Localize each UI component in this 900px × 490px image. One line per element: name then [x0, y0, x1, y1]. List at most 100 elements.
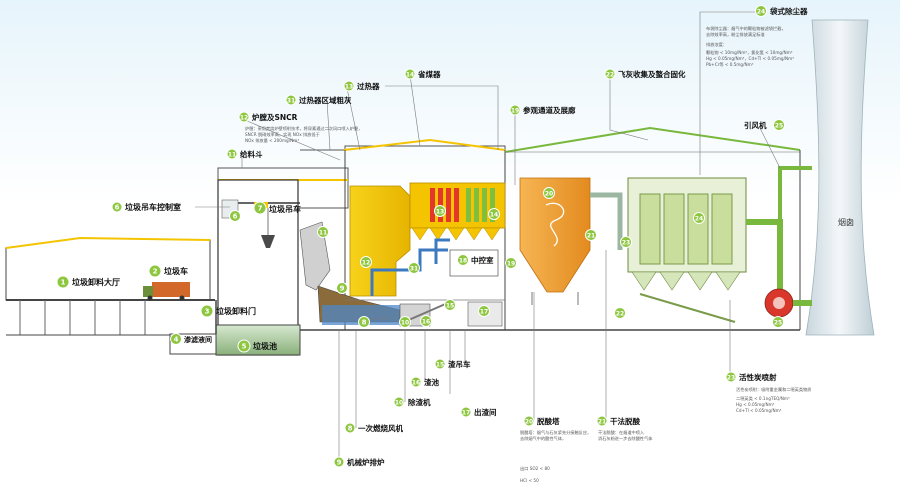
label-16-number: 16	[412, 380, 420, 387]
acid-note-3: 出口 SO2 < 80	[520, 465, 550, 472]
label-20-text: 脱酸塔	[537, 416, 560, 426]
label-31-number: 31	[287, 98, 295, 105]
baghouse-note-2: 去除效率高，粉尘排放满足标准	[706, 31, 765, 38]
baghouse-note-4: 颗粒物 < 10mg/Nm³，氯化氢 < 10mg/Nm³	[706, 49, 793, 56]
label-20: 20 20 脱酸塔 脱酸塔：烟气与石灰浆充分接触反应， 去除烟气中的酸性气体， …	[520, 187, 591, 483]
label-18: 18 中控室	[457, 254, 494, 266]
label-21-text: 干法脱酸	[610, 416, 640, 426]
label-7-text: 垃圾吊车	[269, 204, 301, 214]
label-19: 19 参观通道及展廊 19	[505, 104, 576, 269]
label-6-marker: 6	[233, 213, 238, 221]
furnace-note-3: NOx 排放量 < 200mg/Nm³	[245, 137, 299, 144]
label-4-text: 渗滤液间	[184, 335, 212, 344]
label-10-text: 除渣机	[408, 397, 431, 407]
label-24-marker: 24	[695, 216, 703, 223]
label-12: 12 炉膛及SNCR 炉膛：采用焚烧炉壁喷射技术，将尿素通过二次风口喷入炉膛， …	[238, 111, 372, 268]
label-10: 10 10 除渣机	[393, 316, 431, 408]
label-11-marker: 11	[319, 230, 327, 237]
label-3-number: 3	[205, 308, 210, 316]
label-10-marker: 10	[401, 320, 409, 327]
label-5-number: 5	[242, 343, 247, 351]
label-13-marker: 13	[436, 209, 444, 216]
label-15: 15 15 渣吊车	[434, 299, 471, 370]
label-3: 3 垃圾卸料门	[200, 304, 256, 318]
label-31-marker: 31	[410, 266, 418, 273]
chimney-label: 烟囱	[838, 217, 854, 227]
baghouse-note-5: Hg < 0.05mg/Nm³，Cd+Tl < 0.05mg/Nm³	[706, 56, 794, 62]
acid-note-1: 脱酸塔：烟气与石灰浆充分接触反应，	[520, 429, 591, 436]
label-17-number: 17	[462, 410, 470, 417]
label-8-marker: 8	[362, 319, 367, 327]
label-22-number: 22	[606, 72, 614, 79]
label-25-text: 引风机	[744, 120, 767, 130]
label-31-text: 过热器区域粗灰	[299, 95, 352, 105]
dry-note-2: 消石灰粉进一步去除酸性气体	[598, 435, 653, 442]
id-fan	[764, 288, 812, 318]
label-14-text: 省煤器	[417, 69, 441, 79]
label-20-number: 20	[525, 419, 533, 426]
label-8: 8 8 一次燃烧风机	[344, 316, 403, 434]
acid-note-4: HCl < 50	[520, 478, 539, 483]
label-24-number: 24	[757, 9, 765, 16]
label-25-number: 25	[775, 123, 783, 130]
flue-gas-building	[504, 126, 812, 331]
label-13-text: 过热器	[357, 81, 380, 91]
label-19-text: 参观通道及展廊	[523, 105, 576, 115]
label-22-marker: 22	[616, 311, 624, 318]
label-9: 9 9 机械炉排炉	[333, 282, 385, 468]
label-1-text: 垃圾卸料大厅	[72, 277, 120, 287]
label-8-number: 8	[348, 425, 353, 433]
label-4: 4 渗滤液间	[170, 333, 212, 345]
label-23: 23 23 活性炭喷射 活性炭喷射：吸附重金属和二噁英类物质 二噁英类 < 0.…	[620, 236, 811, 413]
baghouse-note-6: Pb+Cr等 < 0.5mg/Nm³	[706, 61, 754, 67]
label-21: 21 21 干法脱酸 干法脱酸：在烟道中喷入 消石灰粉进一步去除酸性气体	[585, 229, 653, 442]
label-8-text: 一次燃烧风机	[358, 423, 403, 433]
label-4-number: 4	[174, 336, 179, 344]
label-5: 5 垃圾池	[237, 339, 277, 353]
label-14-number: 14	[406, 72, 414, 79]
label-16: 16 16 渣池	[410, 315, 439, 388]
label-16-marker: 16	[422, 319, 430, 326]
label-9-number: 9	[337, 459, 342, 467]
label-23-text: 活性炭喷射	[739, 372, 777, 382]
label-19-marker: 19	[507, 261, 515, 268]
label-25: 引风机 25 25	[744, 119, 785, 328]
label-12-text: 炉膛及SNCR	[252, 112, 298, 122]
baghouse-note-1: 布袋除尘器：烟气中的颗粒物被滤袋拦截，	[706, 25, 786, 32]
carbon-note-2: 二噁英类 < 0.1ngTEQ/Nm³	[736, 395, 790, 402]
label-6-number: 6	[115, 204, 120, 212]
carbon-note-4: Cd+Tl < 0.05mg/Nm³	[736, 408, 782, 413]
label-21-number: 21	[598, 419, 606, 426]
label-24: 24 袋式除尘器 布袋除尘器：烟气中的颗粒物被滤袋拦截， 去除效率高，粉尘排放满…	[693, 5, 808, 224]
label-17-marker: 17	[480, 309, 488, 316]
label-2-text: 垃圾车	[164, 266, 188, 276]
label-15-text: 渣吊车	[448, 359, 471, 369]
filter-bags	[639, 193, 733, 265]
boiler-building	[299, 138, 506, 331]
label-14: 14 省煤器 14	[404, 68, 500, 220]
carbon-note-1: 活性炭喷射：吸附重金属和二噁英类物质	[736, 386, 811, 393]
label-22: 22 飞灰收集及螯合固化 22	[604, 68, 686, 319]
label-16-text: 渣池	[424, 377, 439, 387]
label-6: 6 垃圾吊车控制室 6	[111, 201, 241, 222]
label-6-text: 垃圾吊车控制室	[125, 202, 181, 212]
leader-lines	[195, 11, 781, 462]
label-3-text: 垃圾卸料门	[216, 306, 256, 316]
label-1: 1 垃圾卸料大厅	[56, 275, 120, 289]
label-10-number: 10	[395, 400, 403, 407]
label-17-text: 出渣间	[474, 407, 497, 417]
garbage-truck	[143, 282, 190, 301]
label-13-number: 13	[345, 84, 353, 91]
superheater-tubes	[430, 188, 495, 222]
label-12-marker: 12	[362, 260, 370, 267]
label-11: 11 给料斗 11	[226, 148, 329, 238]
label-15-number: 15	[436, 362, 444, 369]
label-11-text: 给料斗	[240, 149, 263, 159]
label-24-text: 袋式除尘器	[769, 6, 808, 16]
label-17: 17 17 出渣间	[460, 305, 497, 418]
label-22-text: 飞灰收集及螯合固化	[618, 69, 686, 79]
label-5-text: 垃圾池	[253, 341, 277, 351]
label-11-number: 11	[228, 152, 236, 159]
